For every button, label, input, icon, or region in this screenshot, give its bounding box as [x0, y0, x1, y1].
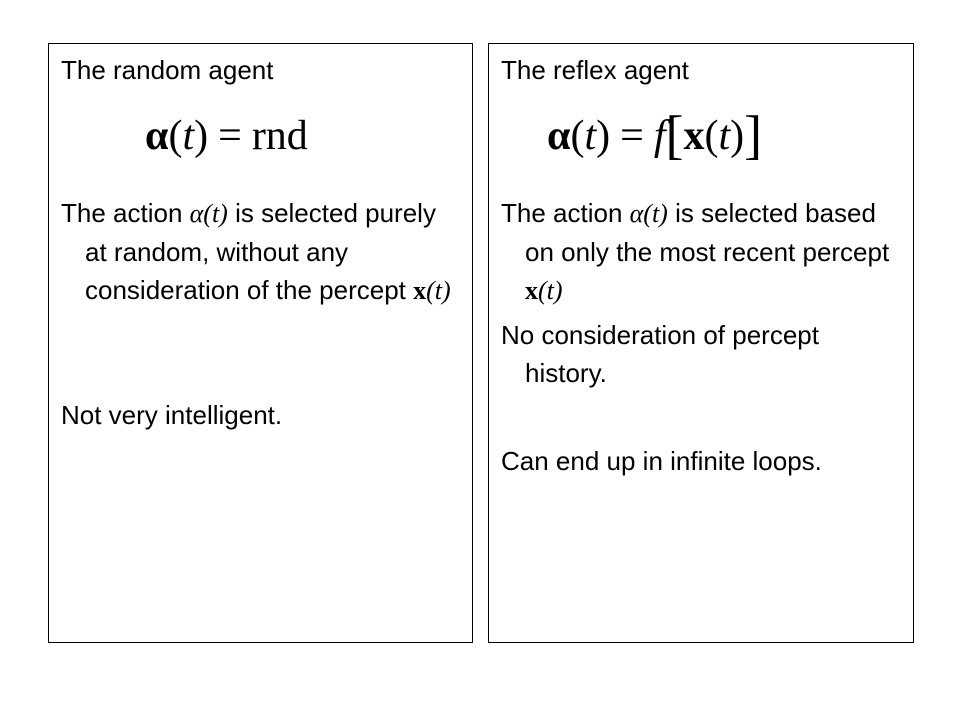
- formula-alpha: α: [145, 113, 169, 159]
- formula-t: t: [584, 113, 597, 159]
- formula-inner-paren-open: (: [704, 113, 719, 159]
- formula-inner-paren-close: ): [730, 113, 745, 159]
- formula-alpha: α: [547, 113, 571, 159]
- random-agent-formula: α(t)=rnd: [145, 106, 308, 166]
- formula-bracket-close: ]: [744, 105, 763, 165]
- formula-function-f: f: [653, 113, 666, 159]
- formula-paren-close: ): [194, 113, 209, 159]
- formula-paren-close: ): [596, 113, 611, 159]
- formula-equals: =: [218, 113, 242, 159]
- random-agent-panel: The random agent α(t)=rnd The action α(t…: [48, 43, 473, 643]
- reflex-agent-history-note: No consideration of percept history.: [501, 320, 819, 388]
- reflex-agent-description: The action α(t) is selected based on onl…: [501, 198, 890, 305]
- formula-rnd: rnd: [251, 113, 308, 159]
- reflex-agent-loop-note: Can end up in infinite loops.: [501, 446, 822, 476]
- alpha-symbol: α: [629, 199, 644, 228]
- percept-symbol: x: [525, 276, 538, 305]
- reflex-agent-formula: α(t)=f[x(t)]: [547, 106, 762, 166]
- random-agent-title: The random agent: [61, 55, 274, 85]
- formula-paren-open: (: [168, 113, 183, 159]
- random-agent-description: The action α(t) is selected purely at ra…: [61, 198, 451, 305]
- percept-symbol: x: [413, 276, 427, 305]
- formula-paren-open: (: [570, 113, 585, 159]
- formula-equals: =: [620, 113, 644, 159]
- alpha-symbol: α: [189, 199, 204, 228]
- percept-argument: (t): [538, 276, 563, 305]
- formula-t: t: [182, 113, 195, 159]
- reflex-agent-title: The reflex agent: [501, 55, 689, 85]
- alpha-argument: (t): [643, 199, 668, 228]
- percept-argument: (t): [426, 276, 451, 305]
- alpha-argument: (t): [203, 199, 228, 228]
- random-agent-verdict: Not very intelligent.: [61, 400, 283, 430]
- formula-inner-t: t: [718, 113, 731, 159]
- formula-bracket-open: [: [665, 105, 684, 165]
- formula-x: x: [683, 113, 705, 159]
- reflex-agent-panel: The reflex agent α(t)=f[x(t)] The action…: [488, 43, 914, 643]
